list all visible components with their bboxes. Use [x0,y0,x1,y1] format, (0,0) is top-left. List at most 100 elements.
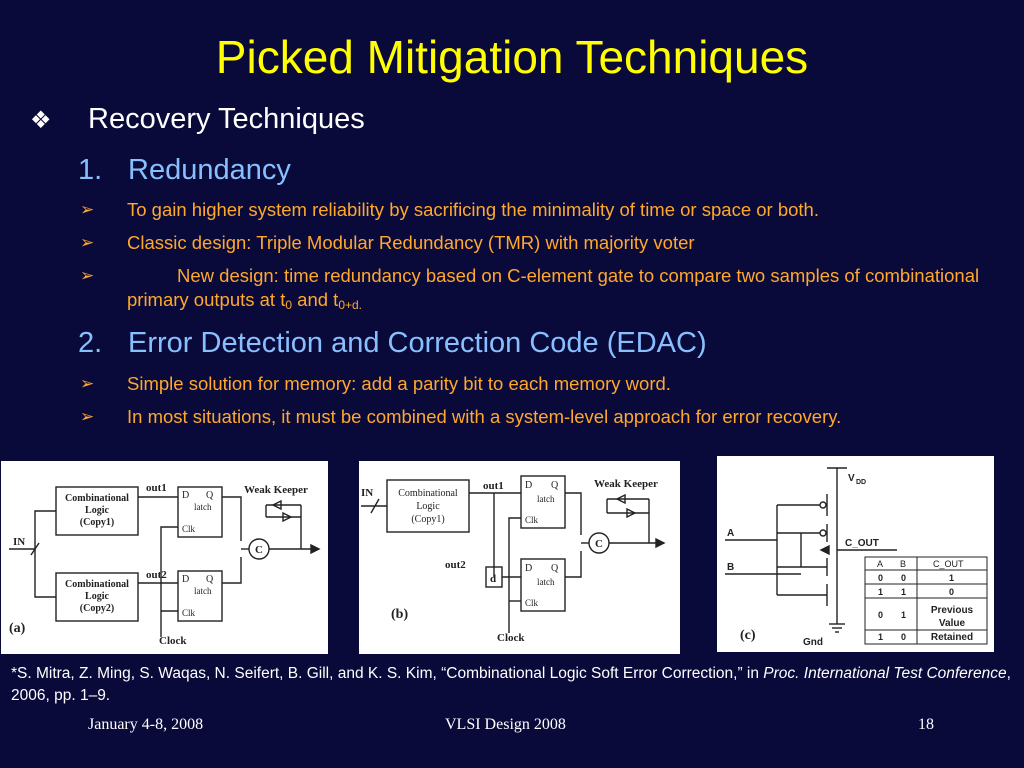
latch-1 [177,486,223,538]
figure-c-label: (c) [740,628,756,643]
bullet-2: ➢ Classic design: Triple Modular Redunda… [80,231,1000,255]
arrow-bullet-icon: ➢ [80,407,95,426]
bullet-5: ➢ In most situations, it must be combine… [80,405,1000,429]
item-1-number: 1. [78,154,103,186]
svg-text:1: 1 [878,587,883,597]
svg-text:1: 1 [949,573,954,583]
svg-text:Previous: Previous [931,605,974,616]
section-heading: Recovery Techniques [88,103,365,135]
diamond-bullet-icon: ❖ [30,107,52,134]
vdd-label: V [848,473,855,484]
input-a-label: A [727,528,734,539]
figure-a-label: (a) [9,621,26,636]
block-label: Combinational [65,579,129,590]
svg-text:Q: Q [206,490,214,501]
svg-text:latch: latch [194,502,212,512]
svg-text:Clk: Clk [525,598,539,608]
bullet-text: In most situations, it must be combined … [127,406,842,427]
arrow-bullet-icon: ➢ [80,233,95,252]
in-label: IN [361,487,373,499]
svg-text:D: D [182,574,189,585]
svg-text:1: 1 [901,587,906,597]
bullet-text: Classic design: Triple Modular Redundanc… [127,232,695,253]
svg-text:Retained: Retained [931,632,973,643]
figure-b: Combinational Logic (Copy1) IN D Q latch… [359,461,680,654]
latch-2 [177,570,223,622]
section-line: ❖ Recovery Techniques [30,103,365,136]
svg-text:d: d [490,573,496,585]
svg-text:Q: Q [551,480,559,491]
block-label: Logic [85,591,109,602]
weak-keeper-label: Weak Keeper [244,484,308,496]
svg-text:B: B [900,559,906,569]
svg-text:Q: Q [206,574,214,585]
arrow-bullet-icon: ➢ [80,374,95,393]
svg-text:Clk: Clk [182,608,196,618]
svg-text:D: D [525,563,532,574]
bullet-text: To gain higher system reliability by sac… [127,199,819,220]
bullet-1: ➢ To gain higher system reliability by s… [80,198,1000,222]
svg-text:DD: DD [856,479,866,486]
bullet-text: Simple solution for memory: add a parity… [127,373,671,394]
svg-text:latch: latch [537,577,555,587]
svg-text:1: 1 [878,632,883,642]
block-label: (Copy2) [80,603,114,614]
figure-a: Combinational Logic (Copy1) Combinationa… [1,461,328,654]
clock-label: Clock [159,635,187,647]
figure-b-label: (b) [391,607,409,622]
item-1-title: Redundancy [128,154,291,186]
svg-text:C_OUT: C_OUT [933,559,964,569]
latch-1 [520,475,566,529]
svg-text:D: D [525,480,532,491]
out1-label: out1 [483,480,504,492]
svg-text:Q: Q [551,563,559,574]
block-label: Logic [85,505,109,516]
svg-text:C: C [595,538,603,550]
svg-text:latch: latch [194,586,212,596]
svg-text:Combinational: Combinational [398,488,458,499]
svg-text:0: 0 [949,587,954,597]
svg-text:0: 0 [878,573,883,583]
svg-text:C: C [255,544,263,556]
svg-text:latch: latch [537,494,555,504]
figure-c: V DD A B C_OUT Gnd A B C_OUT 0 [717,456,994,652]
bullet-3: ➢ New design: time redundancy based on C… [80,264,1000,317]
svg-text:Value: Value [939,618,966,629]
gnd-label: Gnd [803,637,823,648]
item-1-heading: 1. Redundancy [78,154,291,187]
arrow-bullet-icon: ➢ [80,200,95,219]
svg-text:Clk: Clk [182,524,196,534]
out2-label: out2 [445,559,466,571]
svg-text:A: A [877,559,883,569]
item-2-title: Error Detection and Correction Code (EDA… [128,327,707,359]
item-2-number: 2. [78,327,103,359]
block-label: (Copy1) [80,517,114,528]
truth-table [864,556,988,645]
svg-text:1: 1 [901,610,906,620]
out1-label: out1 [146,482,167,494]
svg-text:Clk: Clk [525,515,539,525]
svg-text:Logic: Logic [416,501,440,512]
bullet-4: ➢ Simple solution for memory: add a pari… [80,372,1000,396]
item-2-heading: 2. Error Detection and Correction Code (E… [78,327,707,360]
svg-text:0: 0 [878,610,883,620]
arrow-bullet-icon: ➢ [80,266,95,285]
citation: *S. Mitra, Z. Ming, S. Waqas, N. Seifert… [11,665,1011,704]
footer-page-number: 18 [918,716,934,733]
svg-text:(Copy1): (Copy1) [411,514,444,525]
weak-keeper-label: Weak Keeper [594,478,658,490]
in-label: IN [13,536,25,548]
bullet-text: New design: time redundancy based on C-e… [127,265,980,312]
slide-title: Picked Mitigation Techniques [215,31,809,83]
block-label: Combinational [65,493,129,504]
svg-text:0: 0 [901,632,906,642]
c-out-label: C_OUT [845,538,879,549]
latch-2 [520,558,566,612]
footer-event: VLSI Design 2008 [445,716,566,733]
footer-date: January 4-8, 2008 [88,716,204,733]
input-b-label: B [727,562,734,573]
svg-text:D: D [182,490,189,501]
clock-label: Clock [497,632,525,644]
svg-text:0: 0 [901,573,906,583]
out2-label: out2 [146,569,167,581]
